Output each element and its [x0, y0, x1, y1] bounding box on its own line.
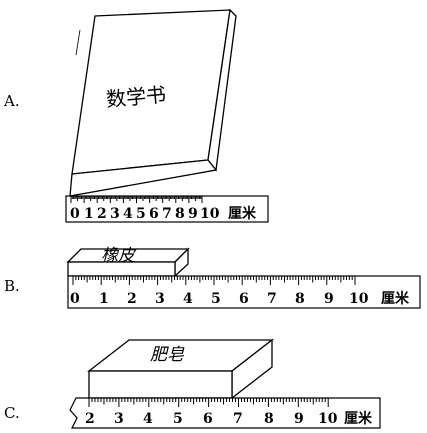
ruler-c-body: [69, 397, 381, 429]
soap-label: 肥皂: [150, 345, 185, 365]
ruler-b-number: 1: [99, 291, 109, 307]
ruler-b-number: 8: [295, 291, 305, 307]
soap: [87, 338, 274, 400]
ruler-a-number: 7: [162, 206, 172, 222]
ruler-a-number: 6: [149, 206, 159, 222]
ruler-c-number: 7: [233, 411, 243, 427]
ruler-b-number: 4: [183, 291, 193, 307]
ruler-a-number: 0: [70, 206, 80, 222]
ruler-b-number: 2: [127, 291, 137, 307]
ruler-c-number: 6: [203, 411, 213, 427]
math-book-title: 数学书: [105, 82, 167, 111]
ruler-c: 2 3 4 5 6 7 8 9 10 厘米: [69, 397, 381, 429]
ruler-b-number: 7: [267, 291, 277, 307]
ruler-a-number: 10: [200, 206, 220, 222]
option-b-letter: B.: [4, 277, 20, 295]
ruler-b-number: 3: [155, 291, 165, 307]
ruler-a-number: 3: [110, 206, 120, 222]
ruler-c-number: 9: [294, 411, 304, 427]
option-a: A. 数学书 0 1 2 3 4 5 6 7 8 9 10 厘米: [3, 8, 269, 223]
ruler-c-number: 10: [318, 411, 338, 427]
ruler-c-number: 8: [264, 411, 274, 427]
ruler-b: 0 1 2 3 4 5 6 7 8 9 10 厘米: [67, 275, 421, 309]
math-book: [69, 8, 237, 197]
option-c-letter: C.: [4, 404, 20, 422]
option-a-letter: A.: [3, 92, 20, 110]
ruler-a: 0 1 2 3 4 5 6 7 8 9 10 厘米: [65, 195, 269, 223]
ruler-a-number: 9: [188, 206, 198, 222]
ruler-a-number: 1: [84, 206, 94, 222]
ruler-b-number: 5: [211, 291, 221, 307]
ruler-c-number: 3: [114, 411, 124, 427]
ruler-b-body: [67, 275, 421, 309]
ruler-c-number: 2: [85, 411, 95, 427]
ruler-a-number: 8: [175, 206, 185, 222]
option-b: B. 橡皮 0 1 2 3 4 5 6 7 8 9 10 厘米: [4, 246, 421, 309]
ruler-b-number: 10: [349, 291, 369, 307]
ruler-a-number: 2: [97, 206, 107, 222]
ruler-b-number: 9: [324, 291, 334, 307]
ruler-a-number: 5: [136, 206, 146, 222]
ruler-c-number: 4: [143, 411, 153, 427]
ruler-b-number: 6: [239, 291, 249, 307]
ruler-b-number: 0: [70, 291, 80, 307]
ruler-c-unit: 厘米: [344, 410, 373, 427]
option-c: C. 肥皂 2 3 4 5 6 7 8 9 10 厘米: [4, 338, 381, 429]
ruler-a-number: 4: [123, 206, 133, 222]
eraser-label: 橡皮: [101, 246, 137, 266]
ruler-a-unit: 厘米: [228, 205, 257, 222]
ruler-a-body: [65, 195, 269, 223]
ruler-c-number: 5: [173, 411, 183, 427]
ruler-b-unit: 厘米: [381, 290, 410, 307]
